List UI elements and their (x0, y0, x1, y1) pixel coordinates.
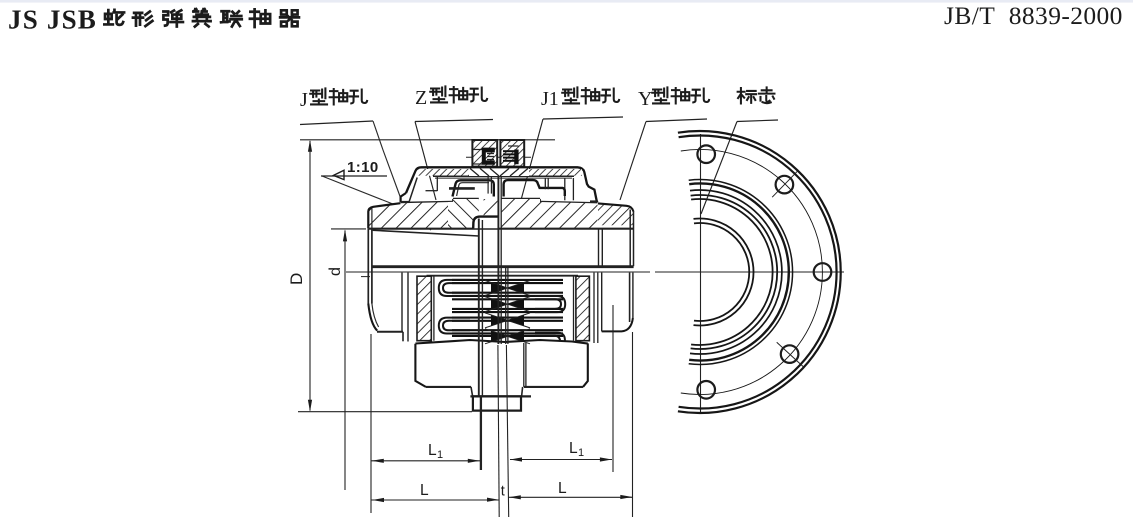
svg-text:D: D (287, 273, 306, 285)
svg-text:JS JSB: JS JSB (8, 5, 97, 35)
svg-text:L: L (558, 480, 567, 497)
svg-text:L: L (420, 482, 429, 499)
svg-text:Z: Z (415, 87, 427, 109)
svg-text:1: 1 (437, 449, 443, 461)
svg-text:1: 1 (578, 447, 584, 459)
svg-text:J: J (300, 89, 308, 111)
svg-text:JB/T 8839-2000: JB/T 8839-2000 (944, 1, 1123, 30)
svg-text:L: L (569, 440, 578, 457)
svg-text:J1: J1 (541, 88, 559, 110)
svg-text:1:10: 1:10 (347, 159, 379, 176)
svg-text:t: t (501, 484, 505, 500)
svg-text:L: L (428, 442, 437, 459)
svg-text:Y: Y (638, 88, 652, 110)
svg-text:d: d (327, 267, 344, 276)
